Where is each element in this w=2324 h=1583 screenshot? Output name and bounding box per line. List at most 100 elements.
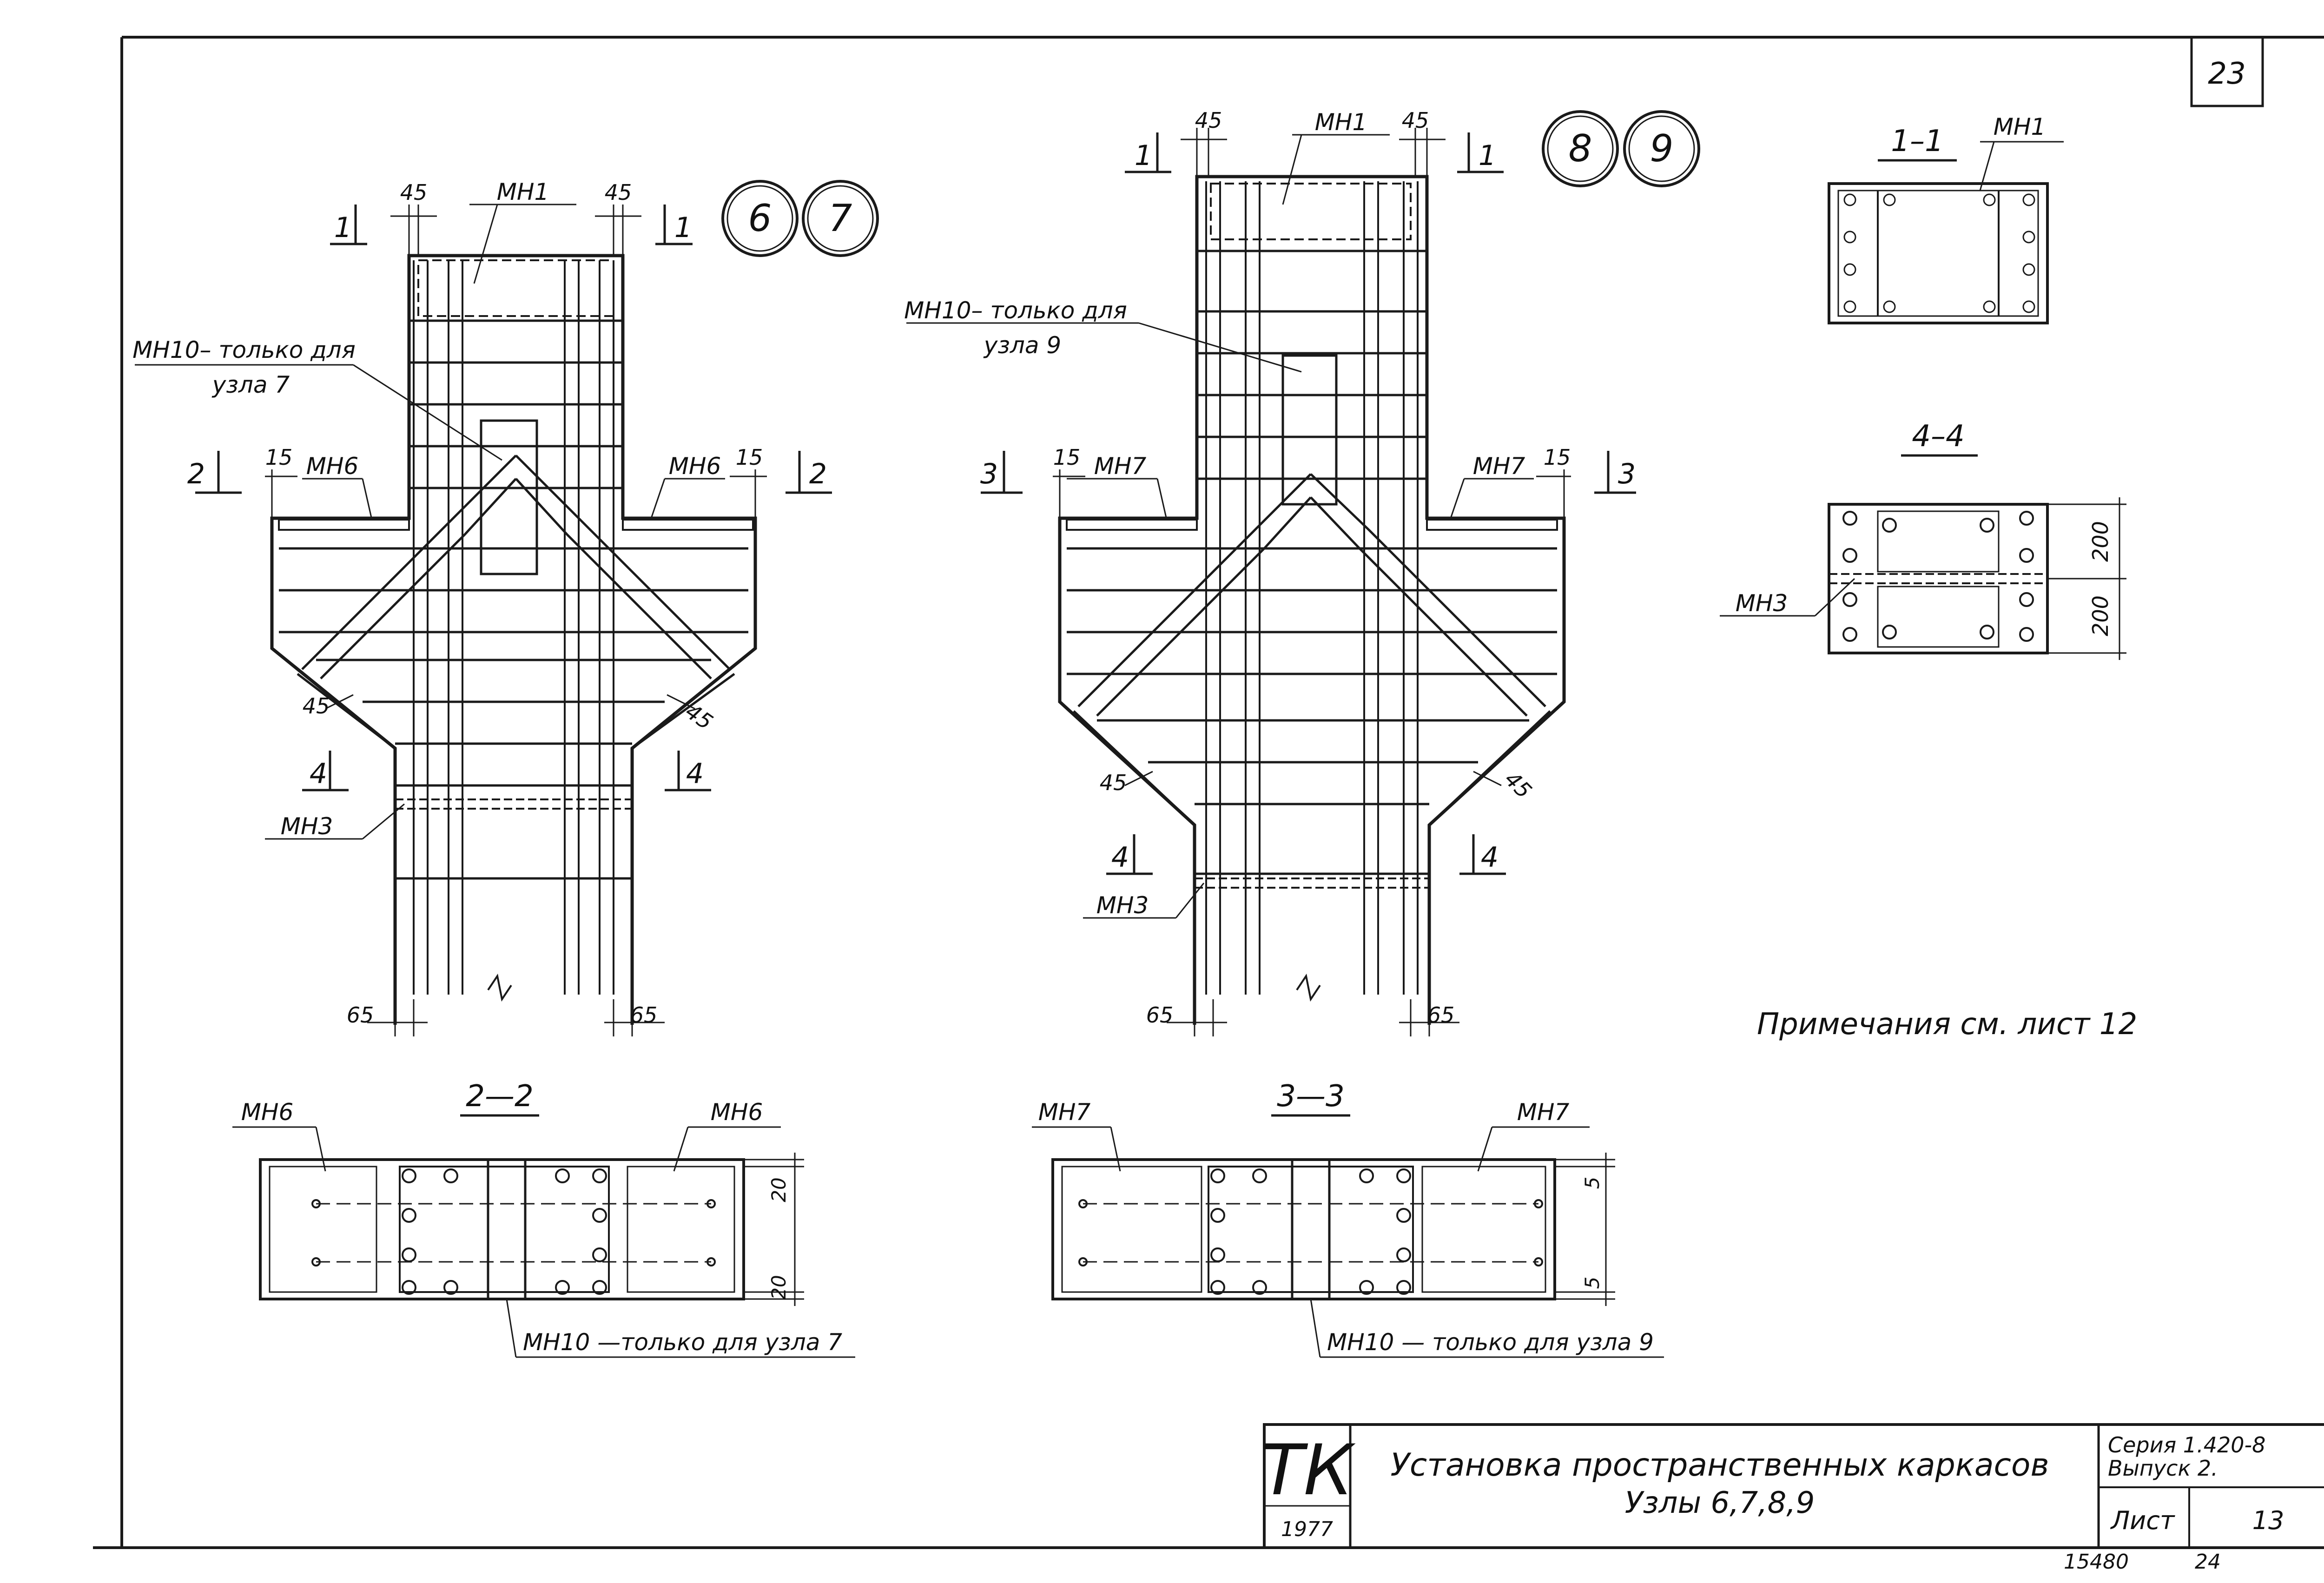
label-mn7-left: МН7 <box>1094 453 1147 480</box>
dim-65-left: 65 <box>347 1003 374 1028</box>
label-mn7-right: МН7 <box>1473 453 1525 480</box>
section-3-3-note: МН10 — только для узла 9 <box>1327 1329 1654 1356</box>
plate-mn10-left-node <box>480 419 538 575</box>
cut-3-right-b: 3 <box>1618 458 1636 490</box>
notes-reference: Примечания см. лист 12 <box>1757 1007 2137 1042</box>
label-mn1-right-node: МН1 <box>1315 109 1367 136</box>
label-mn6-right: МН6 <box>669 453 721 480</box>
section-4-4: 4–4 200 200 МН3 <box>1720 419 2126 660</box>
label-mn10-note-left-2: узла 7 <box>211 371 290 398</box>
cut-4-right-b: 4 <box>1481 841 1499 874</box>
plate-mn10-right-node <box>1281 354 1338 506</box>
dim-15-right: 15 <box>736 445 763 470</box>
section-1-1: 1–1 МН1 <box>1828 113 2064 324</box>
section-4-4-label: МН3 <box>1736 590 1788 617</box>
title-block-sheet-number: 13 <box>2252 1506 2284 1535</box>
label-mn10-note-right-2: узла 9 <box>983 332 1061 359</box>
dim-45-top-left: 45 <box>400 180 428 205</box>
vertical-rebars-left <box>413 260 614 995</box>
dim-15-left-r: 15 <box>1053 445 1081 470</box>
plate-mn7-left <box>1066 519 1198 531</box>
plate-mn1-left-node <box>417 259 614 317</box>
footer-code-left: 15480 <box>2064 1550 2129 1574</box>
section-3-3-label-right: МН7 <box>1517 1099 1570 1126</box>
plate-mn6-left <box>278 519 410 531</box>
section-3-3-dim-bottom: 5 <box>1581 1277 1604 1289</box>
ties-left <box>279 319 748 880</box>
plate-mn6-right <box>622 519 754 531</box>
tk-logo: ТК <box>1261 1430 1356 1511</box>
dim-45-top-right: 45 <box>605 180 632 205</box>
dim-45-diag-right-r: 45 <box>1500 766 1537 804</box>
concrete-outline-right <box>1058 175 1566 1025</box>
title-block-year: 1977 <box>1281 1517 1333 1541</box>
cut-2-left-a: 2 <box>187 458 205 490</box>
dim-65-right-r: 65 <box>1427 1003 1455 1028</box>
node-7-label: 7 <box>829 197 852 240</box>
section-3-3-title: 3—3 <box>1277 1079 1344 1114</box>
dim-15-left: 15 <box>265 445 293 470</box>
section-4-4-title: 4–4 <box>1912 419 1964 454</box>
title-block-sheet-label: Лист <box>2110 1506 2175 1535</box>
elevation-node-6-7: 65 65 45 45 15 15 45 45 1 1 <box>132 178 832 1036</box>
node-9-label: 9 <box>1650 127 1674 170</box>
page-number: 23 <box>2208 57 2245 91</box>
section-4-4-dim-top: 200 <box>2088 521 2113 562</box>
footer-code-right: 24 <box>2195 1550 2221 1574</box>
section-2-2-label-right: МН6 <box>711 1099 763 1126</box>
drawing-title-line1: Установка пространственных каркасов <box>1390 1447 2049 1484</box>
cut-1-left-b: 1 <box>674 211 692 244</box>
section-2-2-dim-bottom: 20 <box>767 1275 790 1299</box>
cut-4-left-b: 4 <box>686 758 704 790</box>
label-mn3-left-node: МН3 <box>281 813 333 840</box>
node-circles-6-7: 6 7 <box>721 180 879 257</box>
dim-65-left-node <box>367 999 665 1036</box>
concrete-outline-left <box>270 254 757 1025</box>
cut-2-left-b: 2 <box>809 458 827 490</box>
node-6-label: 6 <box>748 197 772 240</box>
node-circles-8-9: 8 9 <box>1542 110 1700 187</box>
node-8-label: 8 <box>1569 127 1592 170</box>
section-1-1-label: МН1 <box>1994 113 2046 140</box>
dim-65-right: 65 <box>630 1003 658 1028</box>
section-3-3-label-left: МН7 <box>1038 1099 1091 1126</box>
plate-mn1-right-node <box>1210 183 1412 240</box>
title-block-series: Серия 1.420-8 <box>2108 1432 2265 1458</box>
elevation-node-8-9: 65 65 45 45 15 15 45 45 1 1 3 3 4 <box>904 108 1636 1036</box>
label-mn6-left: МН6 <box>306 453 359 480</box>
section-2-2-label-left: МН6 <box>241 1099 294 1126</box>
plate-mn7-right <box>1426 519 1558 531</box>
label-mn3-right-node: МН3 <box>1096 892 1149 919</box>
label-mn10-note-left-1: МН10– только для <box>132 336 356 363</box>
section-4-4-dim-bottom: 200 <box>2088 595 2113 636</box>
title-block-issue: Выпуск 2. <box>2108 1456 2218 1481</box>
dim-15-right-r: 15 <box>1544 445 1571 470</box>
dim-45-top-left-r: 45 <box>1195 108 1222 133</box>
label-mn10-note-right-1: МН10– только для <box>904 297 1127 324</box>
cut-marks-left-node <box>195 204 832 792</box>
cut-1-right-b: 1 <box>1479 139 1496 172</box>
section-2-2: 2—2 МН6 МН6 20 20 МН10 —только для узла … <box>232 1079 855 1358</box>
title-block: ТК 1977 Установка пространственных карка… <box>1261 1423 2324 1549</box>
dim-65-left-r: 65 <box>1146 1003 1174 1028</box>
dim-45-top-right-r: 45 <box>1402 108 1429 133</box>
dim-45-diag-left: 45 <box>303 693 330 719</box>
page-number-box: 23 <box>2190 37 2264 107</box>
cut-1-left-a: 1 <box>334 211 352 244</box>
section-3-3-dim-top: 5 <box>1581 1177 1604 1189</box>
cut-3-right-a: 3 <box>980 458 998 490</box>
section-2-2-dim-top: 20 <box>767 1177 790 1202</box>
section-1-1-title: 1–1 <box>1891 124 1943 158</box>
drawing-title-line2: Узлы 6,7,8,9 <box>1625 1486 1815 1520</box>
label-mn1-left-node: МН1 <box>497 178 549 205</box>
section-3-3: 3—3 МН7 МН7 5 5 МН10 — только для узла 9 <box>1032 1079 1664 1358</box>
diagonal-bars-left <box>297 455 735 750</box>
cut-4-left-a: 4 <box>310 758 327 790</box>
dim-45-diag-left-r: 45 <box>1100 770 1127 795</box>
cut-4-right-a: 4 <box>1111 841 1129 874</box>
section-2-2-title: 2—2 <box>466 1079 533 1114</box>
section-2-2-note: МН10 —только для узла 7 <box>523 1329 842 1356</box>
cut-1-right-a: 1 <box>1135 139 1152 172</box>
